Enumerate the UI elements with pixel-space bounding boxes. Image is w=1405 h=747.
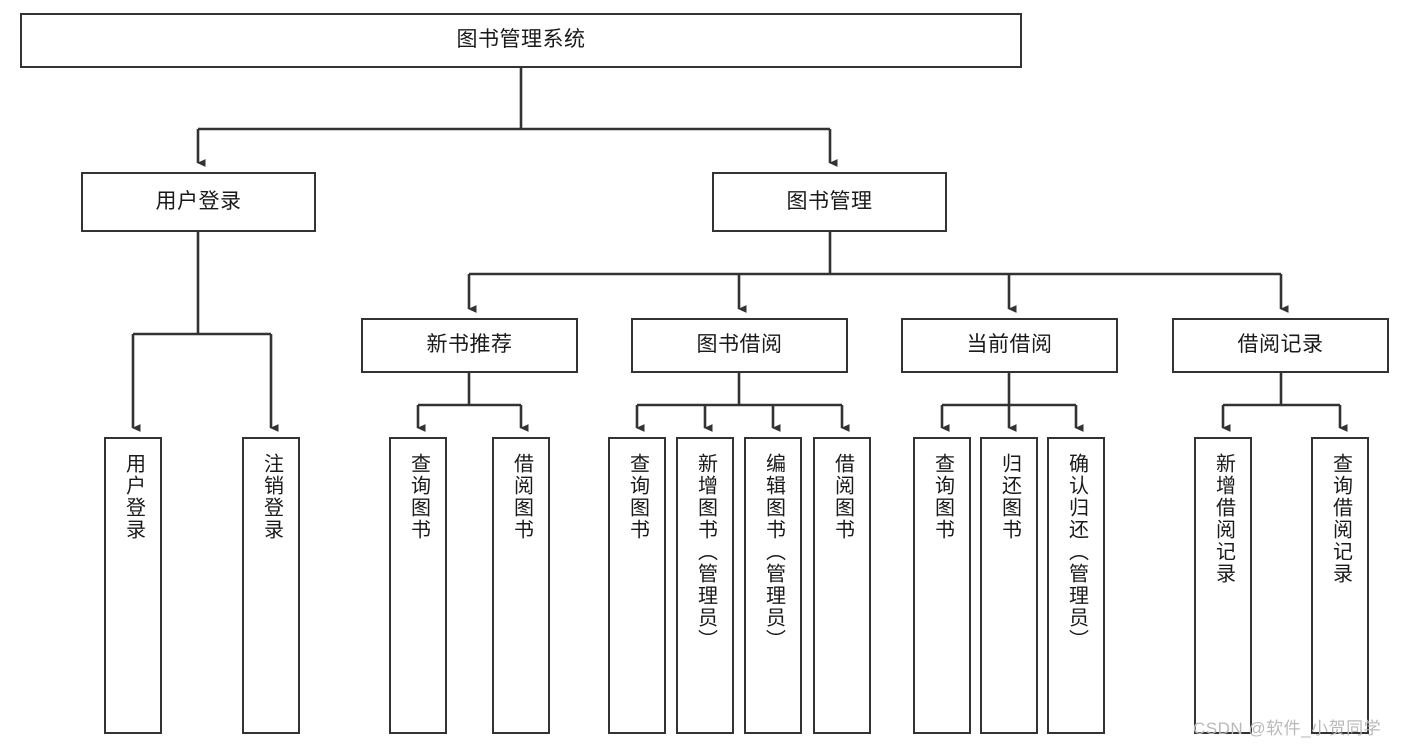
node-label: 新书推荐 — [426, 333, 513, 357]
node-label: 新增借阅记录 — [1212, 453, 1235, 585]
node-label: 用户登录 — [155, 189, 242, 213]
leaf-book-borrow-lend[interactable]: 借阅图书 — [813, 437, 871, 734]
leaf-user-login-signout[interactable]: 注销登录 — [242, 437, 300, 734]
node-label: 借阅记录 — [1237, 333, 1324, 357]
leaf-borrow-record-query[interactable]: 查询借阅记录 — [1311, 437, 1369, 734]
node-label: 图书管理系统 — [456, 28, 586, 52]
csdn-watermark: CSDN @软件_小贺同学 — [1193, 719, 1382, 738]
node-label: 编辑图书（管理员） — [762, 453, 785, 651]
node-label: 图书管理 — [786, 189, 873, 213]
leaf-current-borrow-query[interactable]: 查询图书 — [913, 437, 971, 734]
node-label: 新增图书（管理员） — [694, 453, 717, 651]
node-user-login[interactable]: 用户登录 — [81, 172, 316, 232]
leaf-book-borrow-query[interactable]: 查询图书 — [608, 437, 666, 734]
leaf-borrow-record-add[interactable]: 新增借阅记录 — [1194, 437, 1252, 734]
node-label: 查询图书 — [931, 453, 954, 541]
node-book-borrow[interactable]: 图书借阅 — [631, 318, 848, 373]
leaf-current-borrow-return[interactable]: 归还图书 — [980, 437, 1038, 734]
node-current-borrow[interactable]: 当前借阅 — [901, 318, 1118, 373]
leaf-new-book-borrow[interactable]: 借阅图书 — [492, 437, 550, 734]
node-new-book-recommend[interactable]: 新书推荐 — [361, 318, 578, 373]
leaf-book-borrow-edit-admin[interactable]: 编辑图书（管理员） — [744, 437, 802, 734]
node-borrow-record[interactable]: 借阅记录 — [1172, 318, 1389, 373]
node-label: 查询借阅记录 — [1329, 453, 1352, 585]
node-book-management[interactable]: 图书管理 — [712, 172, 947, 232]
node-label: 用户登录 — [122, 453, 145, 541]
node-label: 查询图书 — [407, 453, 430, 541]
node-label: 注销登录 — [260, 453, 283, 541]
leaf-current-borrow-confirm-admin[interactable]: 确认归还（管理员） — [1047, 437, 1105, 734]
node-label: 确认归还（管理员） — [1065, 453, 1088, 651]
node-label: 图书借阅 — [696, 333, 783, 357]
node-label: 查询图书 — [626, 453, 649, 541]
node-root-book-management-system[interactable]: 图书管理系统 — [20, 13, 1022, 68]
node-label: 归还图书 — [998, 453, 1021, 541]
node-label: 借阅图书 — [831, 453, 854, 541]
leaf-new-book-query[interactable]: 查询图书 — [389, 437, 447, 734]
node-label: 当前借阅 — [966, 333, 1053, 357]
leaf-user-login-signin[interactable]: 用户登录 — [104, 437, 162, 734]
node-label: 借阅图书 — [510, 453, 533, 541]
leaf-book-borrow-add-admin[interactable]: 新增图书（管理员） — [676, 437, 734, 734]
